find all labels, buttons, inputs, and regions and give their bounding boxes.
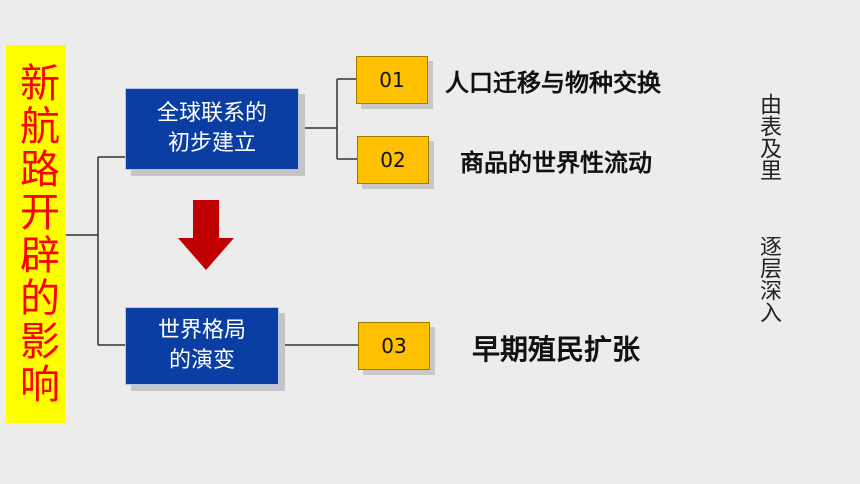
side-note-layer-by-layer: 逐层深入: [756, 235, 781, 323]
world-pattern-label: 世界格局 的演变: [157, 318, 246, 373]
item-number-label: 03: [381, 334, 407, 358]
item-number-03: 03: [358, 322, 430, 370]
item-label-colonial-expansion: 早期殖民扩张: [472, 333, 641, 366]
item-number-02: 02: [357, 136, 429, 184]
item-number-01: 01: [356, 56, 428, 104]
main-title: 新航路开辟的影响: [13, 62, 59, 406]
side-note-surface-to-core: 由表及里: [756, 93, 781, 181]
world-pattern-box: 世界格局 的演变: [125, 307, 279, 385]
global-connection-box: 全球联系的 初步建立: [125, 88, 299, 170]
title-box: 新航路开辟的影响: [6, 45, 66, 423]
item-number-label: 01: [379, 68, 405, 92]
global-connection-label: 全球联系的 初步建立: [156, 101, 267, 156]
item-number-label: 02: [380, 148, 406, 172]
down-arrow-icon: [178, 200, 234, 270]
item-label-commodity-flow: 商品的世界性流动: [460, 149, 652, 177]
item-label-population-exchange: 人口迁移与物种交换: [445, 69, 661, 97]
